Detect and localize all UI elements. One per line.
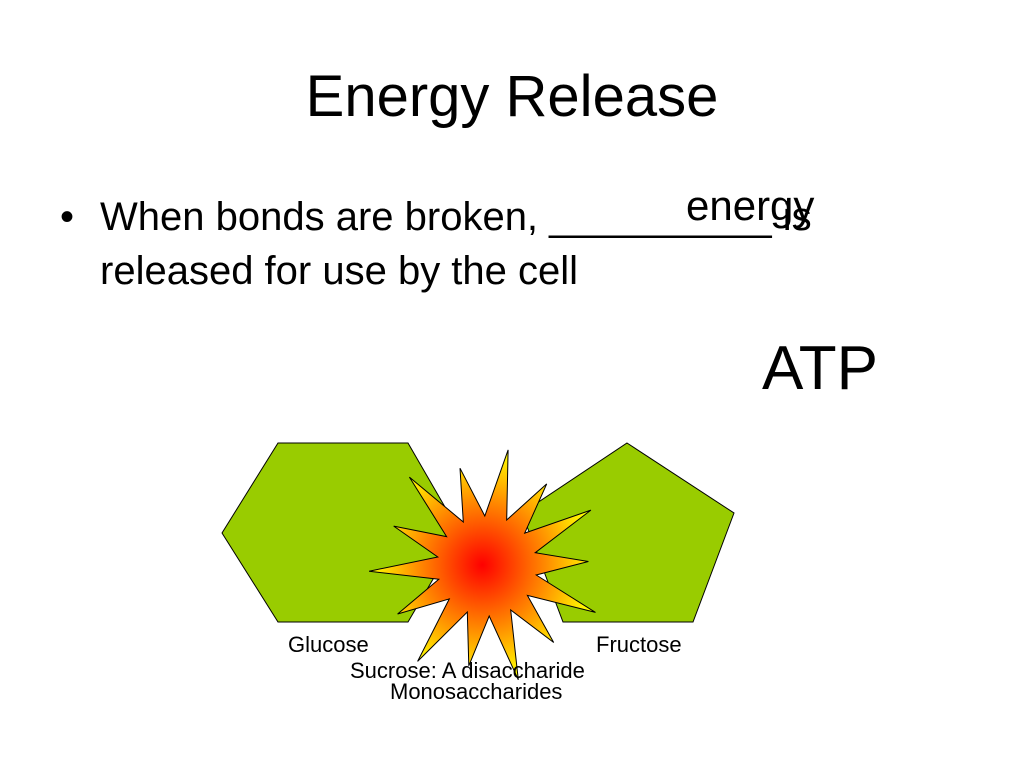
- bullet-line-2: released for use by the cell: [100, 249, 579, 293]
- monosaccharides-label: Monosaccharides: [390, 679, 563, 704]
- bullet-marker: •: [60, 195, 75, 239]
- fructose-label: Fructose: [596, 632, 682, 657]
- bullet-text: When bonds are broken, __________ is rel…: [100, 190, 960, 298]
- sucrose-label: Sucrose: A disaccharide: [350, 658, 585, 683]
- bond-break-burst: [368, 449, 596, 681]
- fructose-pentagon: [521, 442, 735, 623]
- slide-title: Energy Release: [305, 64, 719, 129]
- bullet-line-1: When bonds are broken, __________ is: [100, 195, 812, 239]
- glucose-hexagon: [221, 442, 461, 623]
- atp-label: ATP: [762, 334, 878, 403]
- glucose-label: Glucose: [288, 632, 369, 657]
- blank-answer: energy: [686, 182, 815, 229]
